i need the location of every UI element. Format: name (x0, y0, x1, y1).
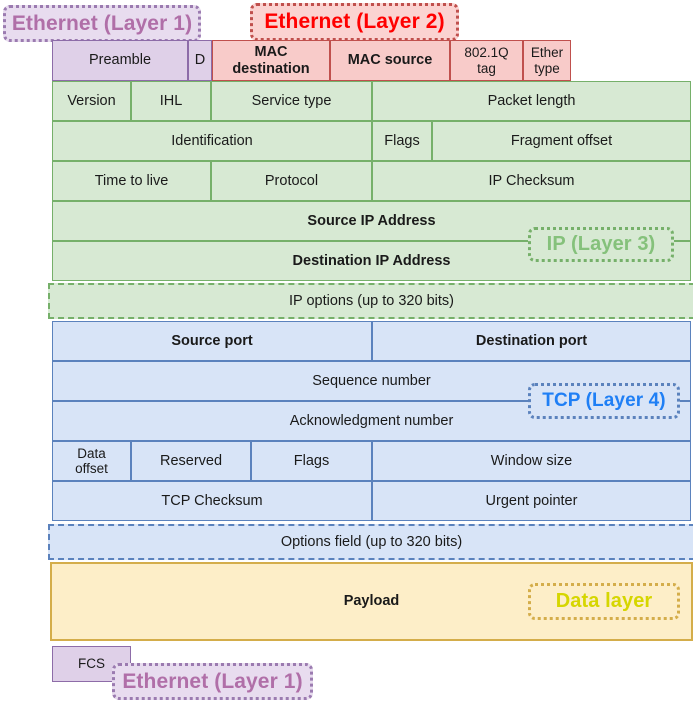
field-source-ip-address: Source IP Address (52, 201, 691, 241)
field-tcp-destination-port: Destination port (372, 321, 691, 361)
field-start-frame-delimiter: D (188, 40, 212, 81)
field-ip-time-to-live: Time to live (52, 161, 211, 201)
badge-ethernet-layer1-bottom: Ethernet (Layer 1) (112, 663, 313, 700)
field-ip-options: IP options (up to 320 bits) (48, 283, 693, 319)
badge-ethernet-layer1-top: Ethernet (Layer 1) (3, 5, 201, 42)
field-ip-flags: Flags (372, 121, 432, 161)
field-tcp-checksum: TCP Checksum (52, 481, 372, 521)
badge-tcp-layer4: TCP (Layer 4) (528, 383, 680, 419)
field-ip-protocol: Protocol (211, 161, 372, 201)
field-tcp-source-port: Source port (52, 321, 372, 361)
field-ip-checksum: IP Checksum (372, 161, 691, 201)
field-tcp-options: Options field (up to 320 bits) (48, 524, 693, 560)
field-ip-packet-length: Packet length (372, 81, 691, 121)
field-ip-version: Version (52, 81, 131, 121)
field-mac-source: MAC source (330, 40, 450, 81)
field-preamble: Preamble (52, 40, 188, 81)
field-ether-type: Ether type (523, 40, 571, 81)
field-mac-destination: MAC destination (212, 40, 330, 81)
field-tcp-data-offset: Data offset (52, 441, 131, 481)
field-tcp-flags: Flags (251, 441, 372, 481)
badge-ethernet-layer2: Ethernet (Layer 2) (250, 3, 459, 41)
field-ip-ihl: IHL (131, 81, 211, 121)
field-tcp-window-size: Window size (372, 441, 691, 481)
field-ip-service-type: Service type (211, 81, 372, 121)
badge-data-layer: Data layer (528, 583, 680, 620)
field-tcp-urgent-pointer: Urgent pointer (372, 481, 691, 521)
field-vlan-802-1q-tag: 802.1Q tag (450, 40, 523, 81)
field-tcp-reserved: Reserved (131, 441, 251, 481)
badge-ip-layer3: IP (Layer 3) (528, 227, 674, 262)
field-ip-fragment-offset: Fragment offset (432, 121, 691, 161)
field-ip-identification: Identification (52, 121, 372, 161)
